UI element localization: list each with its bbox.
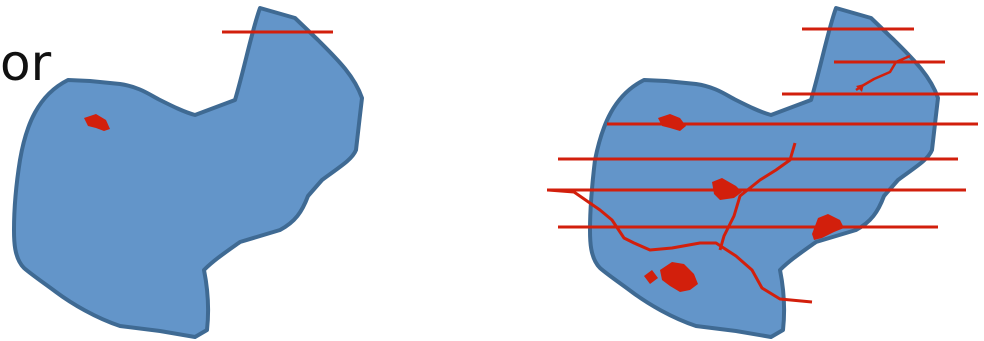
right-panel [547, 8, 978, 337]
left-panel [14, 8, 362, 337]
left-region [14, 8, 362, 337]
